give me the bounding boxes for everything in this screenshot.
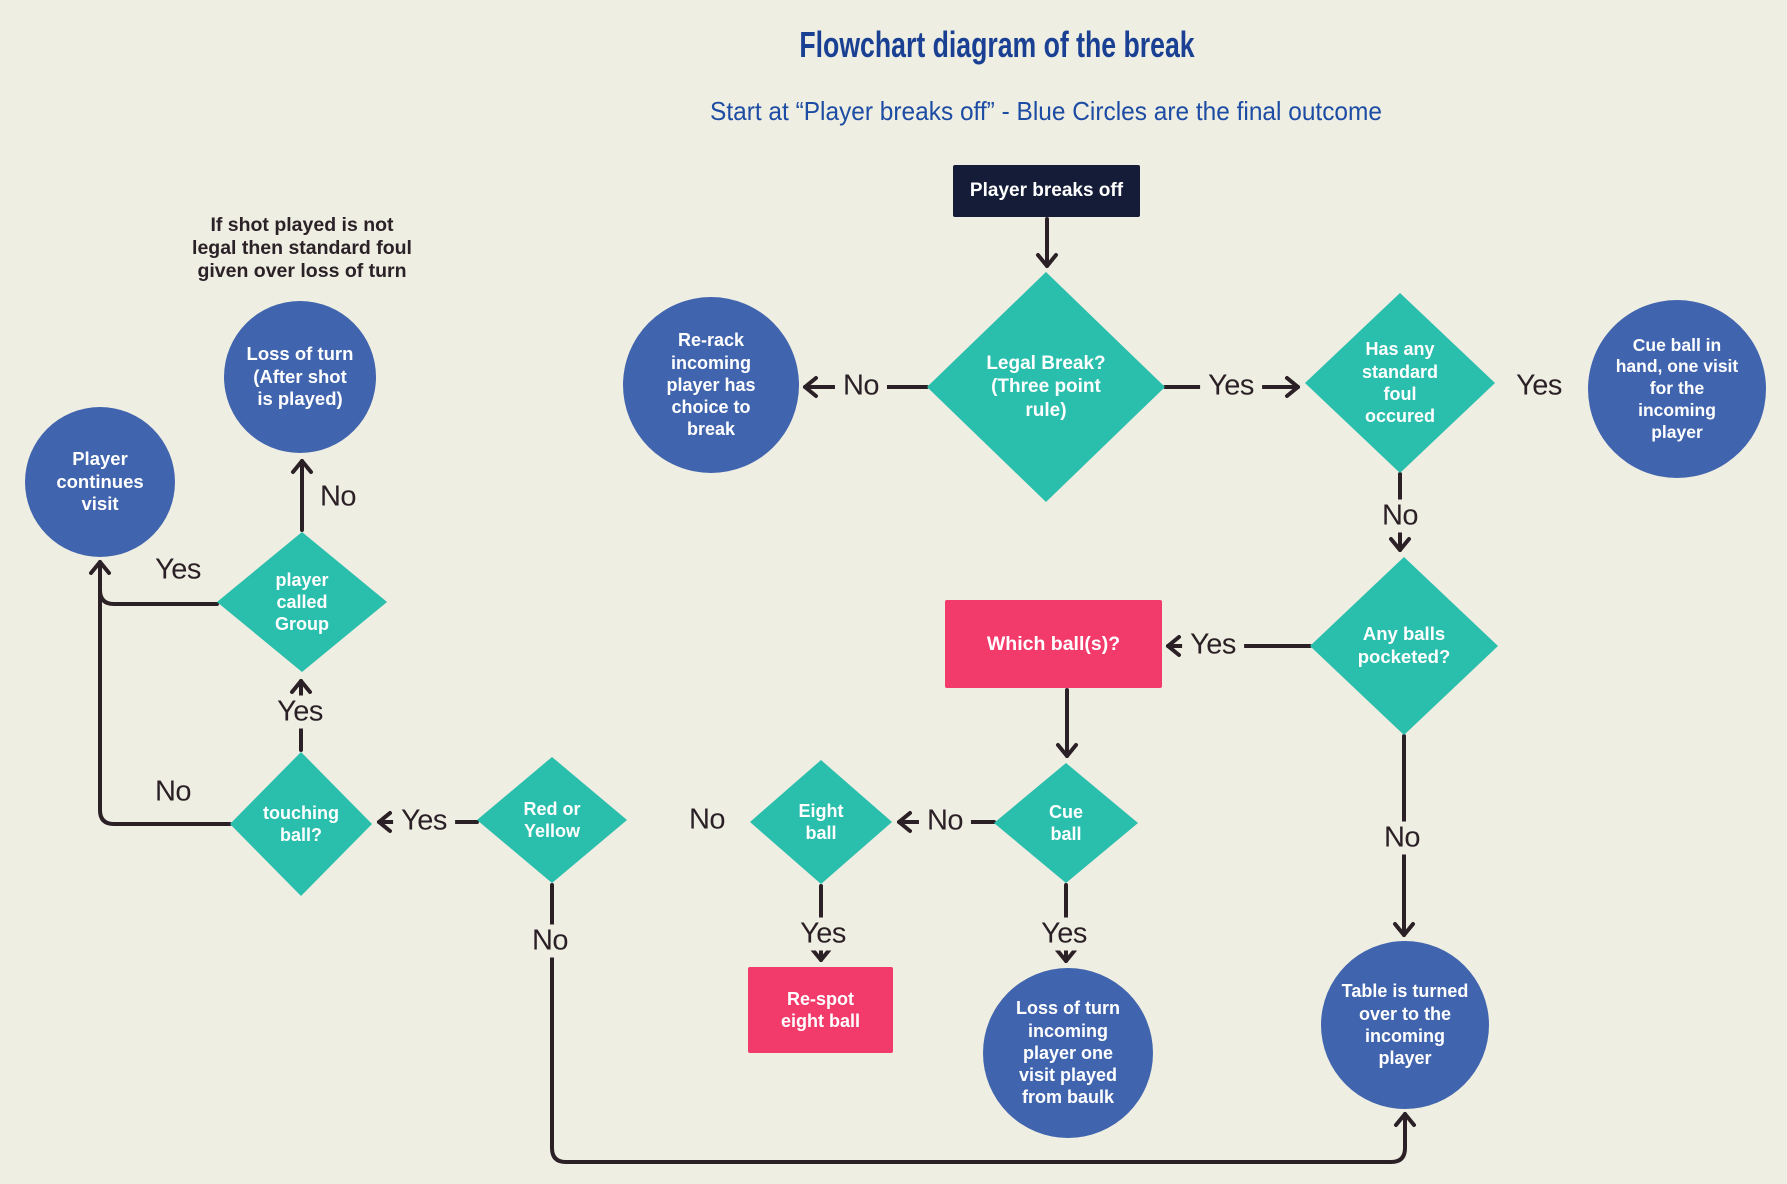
edge-label-no: No	[154, 775, 192, 808]
node-which-ball: Which ball(s)?	[945, 600, 1162, 688]
edge-label-yes: Yes	[155, 553, 201, 586]
edge-label-yes: Yes	[269, 695, 331, 729]
node-label: Which ball(s)?	[986, 632, 1121, 655]
foul-annotation-note: If shot played is not legal then standar…	[192, 214, 412, 282]
node-any-balls-pocketed: Any balls pocketed?	[1310, 557, 1498, 735]
edge-label-yes: Yes	[1516, 369, 1562, 402]
loss-of-turn-baulk-circle	[983, 968, 1153, 1138]
node-label: Cue ball in hand, one visit for the inco…	[1615, 334, 1739, 442]
node-label: touching ball?	[263, 802, 339, 845]
node-player-continues-visit: Player continues visit	[25, 407, 175, 557]
table-turned-over-circle	[1321, 941, 1489, 1109]
node-label: Has any standard foul occured	[1361, 339, 1439, 427]
player-continues-circle	[25, 407, 175, 557]
edge-label-no: No	[523, 924, 577, 958]
loss-of-turn-circle	[224, 301, 376, 453]
edge-label-no: No	[1373, 499, 1427, 533]
node-loss-of-turn-after-shot: Loss of turn (After shot is played)	[224, 301, 376, 453]
edge-touching-ball-to-player-continues	[89, 560, 232, 826]
edge-label-no: No	[918, 804, 972, 838]
node-label: player called Group	[275, 569, 329, 635]
node-label: Red or Yellow	[523, 798, 581, 841]
node-rerack-choice: Re-rack incoming player has choice to br…	[623, 297, 799, 473]
edge-label-no: No	[834, 369, 888, 403]
node-label: Player breaks off	[969, 180, 1124, 202]
edge-label-yes: Yes	[1200, 369, 1262, 403]
node-standard-foul: Has any standard foul occured	[1305, 293, 1495, 473]
node-label: Table is turned over to the incoming pla…	[1341, 981, 1469, 1069]
edge-label-yes: Yes	[393, 804, 455, 838]
node-label: Re-spot eight ball	[780, 988, 860, 1031]
page-subtitle: Start at “Player breaks off” - Blue Circ…	[710, 96, 1382, 126]
node-cue-ball: Cue ball	[994, 763, 1138, 883]
edge-label-yes: Yes	[792, 917, 854, 951]
node-label: Re-rack incoming player has choice to br…	[666, 330, 756, 440]
node-touching-ball: touching ball?	[230, 752, 372, 896]
node-label: Eight ball	[798, 800, 844, 843]
edge-label-yes: Yes	[1182, 628, 1244, 662]
node-loss-of-turn-from-baulk: Loss of turn incoming player one visit p…	[983, 968, 1153, 1138]
node-cue-ball-in-hand: Cue ball in hand, one visit for the inco…	[1588, 300, 1766, 478]
page-title: Flowchart diagram of the break	[799, 24, 1195, 65]
player-breaks-off-rectangle	[953, 165, 1140, 217]
node-label: Cue ball	[1048, 801, 1083, 844]
rerack-circle	[623, 297, 799, 473]
node-eight-ball: Eight ball	[750, 760, 892, 884]
node-player-called-group: player called Group	[217, 532, 387, 672]
edge-label-no: No	[688, 803, 726, 836]
respot-eight-ball-rectangle	[748, 967, 893, 1053]
node-legal-break: Legal Break? (Three point rule)	[927, 272, 1165, 502]
edge-label-no: No	[319, 480, 357, 513]
edge-label-no: No	[1375, 821, 1429, 855]
node-label: Legal Break? (Three point rule)	[986, 352, 1106, 421]
node-label: Any balls pocketed?	[1357, 623, 1451, 667]
edge-red-yellow-to-table-turned	[550, 883, 1416, 1164]
node-label: Loss of turn incoming player one visit p…	[1016, 998, 1120, 1108]
node-label: Player continues visit	[56, 447, 144, 515]
edge-label-yes: Yes	[1033, 917, 1095, 951]
node-player-breaks-off: Player breaks off	[953, 165, 1140, 217]
node-label: Loss of turn (After shot is played)	[246, 342, 354, 410]
node-red-or-yellow: Red or Yellow	[477, 757, 627, 883]
node-respot-eight-ball: Re-spot eight ball	[748, 967, 893, 1053]
node-table-turned-over: Table is turned over to the incoming pla…	[1321, 941, 1489, 1109]
edge-called-group-to-player-continues	[98, 576, 219, 606]
cue-ball-in-hand-circle	[1588, 300, 1766, 478]
which-ball-rectangle	[945, 600, 1162, 688]
